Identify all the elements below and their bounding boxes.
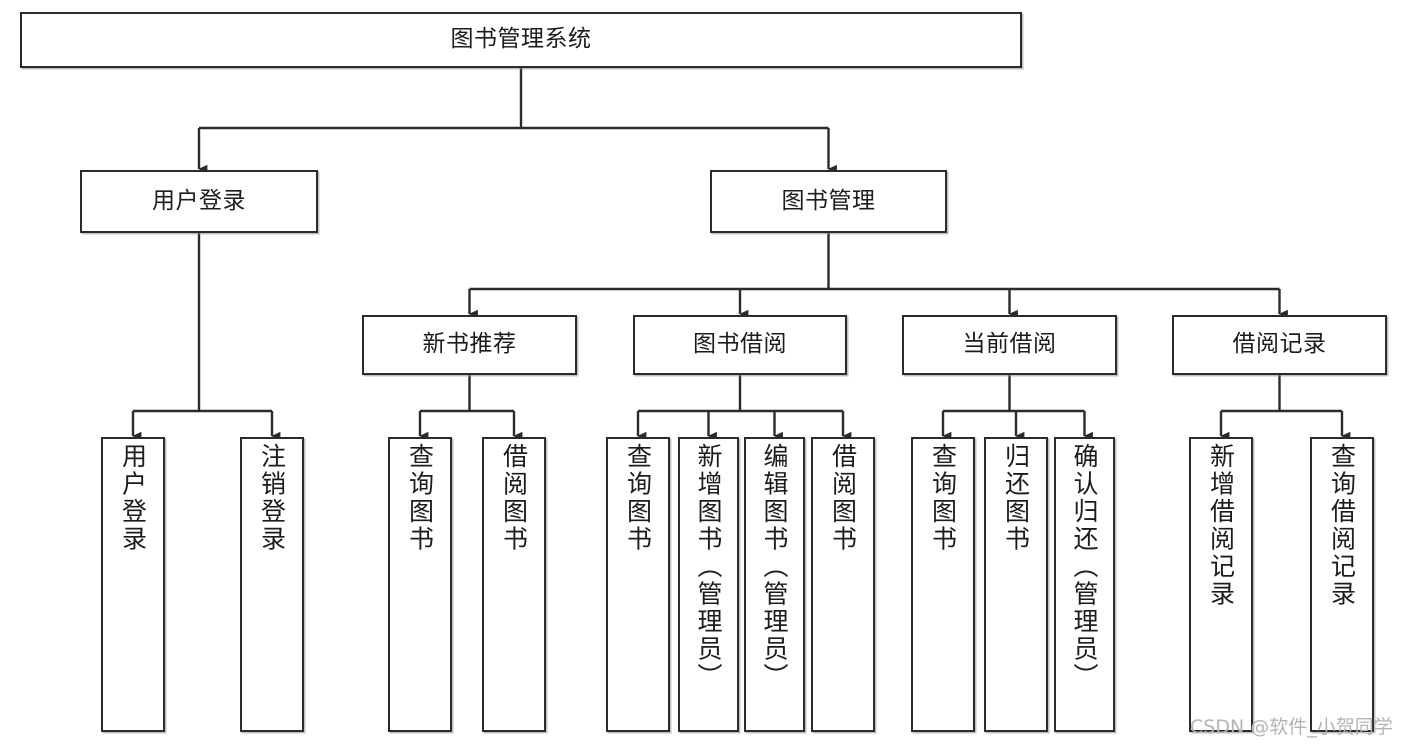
node-leaf-query-book-2[interactable]: 查询图书 (606, 437, 670, 732)
node-leaf-logout-label: 注销登录 (257, 443, 287, 553)
node-leaf-edit-book-label: 编辑图书（管理员） (760, 443, 789, 691)
node-leaf-add-book-label: 新增图书（管理员） (694, 443, 723, 691)
node-current-borrow-label: 当前借阅 (962, 331, 1057, 358)
node-new-book-recommend[interactable]: 新书推荐 (362, 315, 577, 375)
node-root-label: 图书管理系统 (450, 26, 592, 53)
node-leaf-query-book-1-label: 查询图书 (405, 443, 435, 553)
node-leaf-add-record-label: 新增借阅记录 (1206, 443, 1236, 608)
node-book-manage[interactable]: 图书管理 (710, 170, 947, 233)
node-leaf-logout[interactable]: 注销登录 (240, 437, 304, 732)
node-book-manage-label: 图书管理 (781, 187, 876, 214)
node-user-login[interactable]: 用户登录 (80, 170, 318, 233)
node-leaf-borrow-book-2-label: 借阅图书 (828, 443, 858, 553)
node-borrow-record[interactable]: 借阅记录 (1172, 315, 1387, 375)
node-leaf-return-book-label: 归还图书 (1001, 443, 1031, 553)
node-user-login-label: 用户登录 (152, 187, 246, 214)
node-leaf-query-book-3-label: 查询图书 (928, 443, 958, 553)
node-leaf-query-book-3[interactable]: 查询图书 (911, 437, 975, 732)
node-leaf-add-record[interactable]: 新增借阅记录 (1189, 437, 1253, 732)
node-leaf-user-login[interactable]: 用户登录 (101, 437, 165, 732)
node-leaf-confirm-return-label: 确认归还（管理员） (1070, 443, 1099, 691)
node-book-borrow-label: 图书借阅 (693, 331, 787, 358)
node-leaf-query-book-1[interactable]: 查询图书 (388, 437, 452, 732)
node-root[interactable]: 图书管理系统 (20, 12, 1022, 68)
node-current-borrow[interactable]: 当前借阅 (902, 315, 1117, 375)
node-new-book-recommend-label: 新书推荐 (422, 331, 517, 358)
node-leaf-borrow-book-1[interactable]: 借阅图书 (482, 437, 546, 732)
node-leaf-borrow-book-2[interactable]: 借阅图书 (811, 437, 875, 732)
node-leaf-query-record[interactable]: 查询借阅记录 (1310, 437, 1374, 732)
node-leaf-borrow-book-1-label: 借阅图书 (499, 443, 529, 553)
node-leaf-add-book[interactable]: 新增图书（管理员） (678, 437, 739, 732)
node-leaf-query-record-label: 查询借阅记录 (1327, 443, 1357, 608)
node-leaf-confirm-return[interactable]: 确认归还（管理员） (1054, 437, 1115, 732)
node-leaf-query-book-2-label: 查询图书 (623, 443, 653, 553)
node-leaf-edit-book[interactable]: 编辑图书（管理员） (744, 437, 805, 732)
watermark-text: CSDN @软件_小贺同学 (1190, 716, 1393, 738)
node-leaf-return-book[interactable]: 归还图书 (984, 437, 1048, 732)
node-book-borrow[interactable]: 图书借阅 (633, 315, 847, 375)
node-leaf-user-login-label: 用户登录 (118, 443, 148, 553)
node-borrow-record-label: 借阅记录 (1232, 331, 1327, 358)
